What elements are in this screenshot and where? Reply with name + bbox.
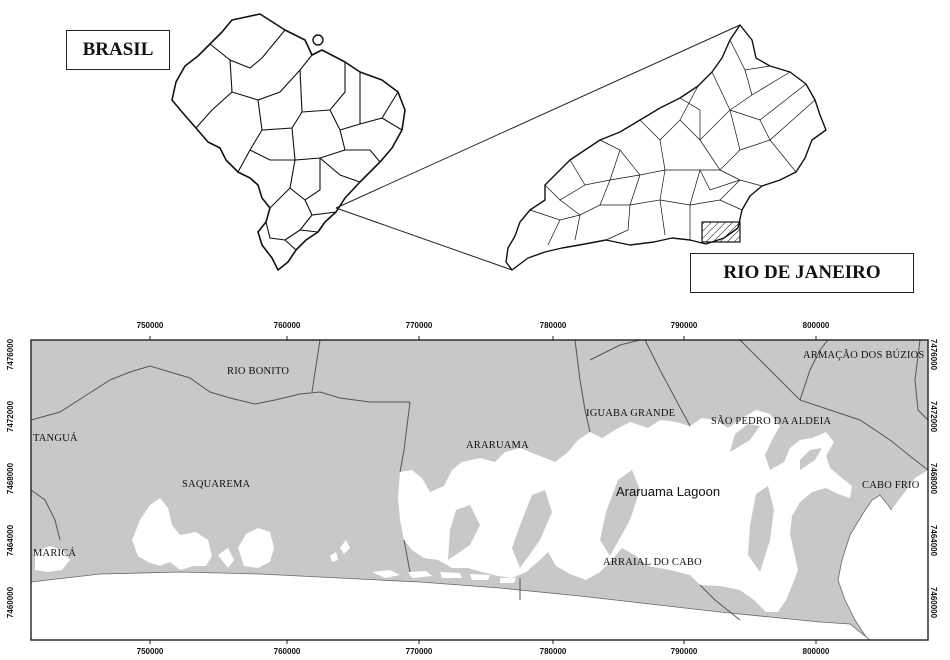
x-tick-bottom: 770000 xyxy=(405,647,433,656)
x-tick-top: 770000 xyxy=(405,321,433,330)
x-tick-bottom: 780000 xyxy=(539,647,567,656)
municipality-label: MARICÁ xyxy=(33,548,77,559)
rio-municipal-boundaries xyxy=(529,39,816,246)
municipality-label: RIO BONITO xyxy=(227,366,290,377)
x-tick-top: 790000 xyxy=(670,321,698,330)
municipality-label: TANGUÁ xyxy=(33,433,78,444)
x-tick-top: 750000 xyxy=(136,321,164,330)
state-label: RIO DE JANEIRO xyxy=(690,253,914,293)
x-tick-top: 760000 xyxy=(273,321,301,330)
municipality-label: IGUABA GRANDE xyxy=(586,408,676,419)
lagoon-label: Araruama Lagoon xyxy=(616,484,721,499)
x-tick-top: 800000 xyxy=(802,321,830,330)
island-marker xyxy=(312,34,324,46)
y-tick-right: 7460000 xyxy=(929,586,939,619)
municipality-label: ARMAÇÃO DOS BÚZIOS xyxy=(803,350,925,361)
inset-connector-lines xyxy=(335,24,741,271)
y-tick-left: 7464000 xyxy=(6,524,16,557)
municipality-label: ARRAIAL DO CABO xyxy=(603,557,702,568)
y-tick-left: 7460000 xyxy=(6,586,16,619)
brazil-state-boundaries xyxy=(195,29,403,251)
location-inset xyxy=(171,13,827,271)
municipality-label: SÃO PEDRO DA ALDEIA xyxy=(711,416,832,427)
x-tick-top: 780000 xyxy=(539,321,567,330)
x-tick-bottom: 760000 xyxy=(273,647,301,656)
y-tick-right: 7476000 xyxy=(929,338,939,371)
coastal-lagoon-strips xyxy=(372,570,516,583)
x-tick-bottom: 800000 xyxy=(802,647,830,656)
atlantic-ocean xyxy=(31,571,871,640)
municipality-label: SAQUAREMA xyxy=(182,479,251,490)
municipal-boundaries xyxy=(31,340,928,621)
municipality-label: CABO FRIO xyxy=(862,480,920,491)
x-tick-bottom: 750000 xyxy=(136,647,164,656)
tick-marks xyxy=(149,336,817,644)
country-label: BRASIL xyxy=(66,30,170,70)
y-tick-left: 7468000 xyxy=(6,462,16,495)
brazil-map xyxy=(171,13,406,271)
lagoon-peninsulas xyxy=(448,424,822,572)
cabo-frio-bay xyxy=(868,470,928,640)
study-area-marker xyxy=(701,221,741,243)
municipality-label: ARARUAMA xyxy=(466,440,529,451)
y-tick-left: 7476000 xyxy=(6,338,16,371)
saquarema-lagoons xyxy=(35,498,350,572)
y-tick-left: 7472000 xyxy=(6,400,16,433)
y-tick-right: 7468000 xyxy=(929,462,939,495)
map-frame xyxy=(30,339,929,641)
x-tick-bottom: 790000 xyxy=(670,647,698,656)
y-tick-right: 7472000 xyxy=(929,400,939,433)
y-tick-right: 7464000 xyxy=(929,524,939,557)
